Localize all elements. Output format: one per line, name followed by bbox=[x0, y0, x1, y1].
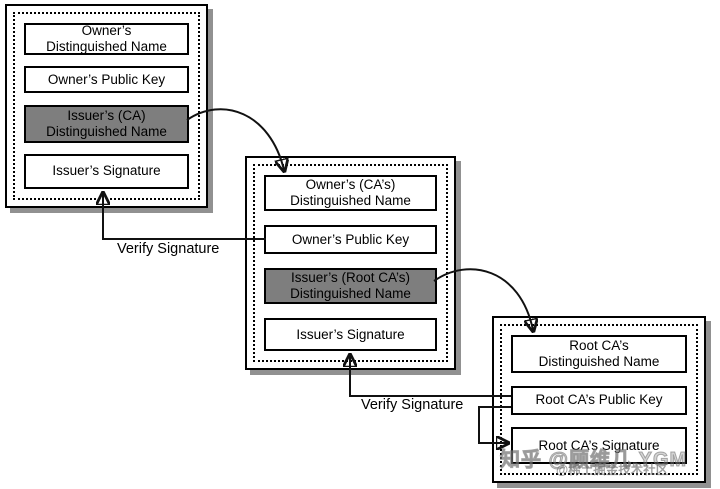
field-root-ca-distinguished-name: Root CA’s Distinguished Name bbox=[511, 335, 687, 373]
field-issuer-ca-distinguished-name: Issuer’s (CA) Distinguished Name bbox=[24, 104, 189, 143]
field-owner-public-key: Owner’s Public Key bbox=[24, 66, 189, 94]
certificate-owner: Owner’s Distinguished Name Owner’s Publi… bbox=[5, 4, 208, 208]
field-owner-distinguished-name: Owner’s Distinguished Name bbox=[24, 23, 189, 55]
certificate-ca-inner: Owner’s (CA’s) Distinguished Name Owner’… bbox=[253, 164, 448, 362]
verify-signature-label-left: Verify Signature bbox=[117, 241, 220, 257]
certificate-owner-inner: Owner’s Distinguished Name Owner’s Publi… bbox=[13, 12, 200, 200]
field-ca-distinguished-name: Owner’s (CA’s) Distinguished Name bbox=[264, 175, 437, 211]
field-root-ca-signature: Root CA’s Signature bbox=[511, 427, 687, 464]
field-ca-issuer-signature: Issuer’s Signature bbox=[264, 318, 437, 351]
field-ca-public-key: Owner’s Public Key bbox=[264, 225, 437, 254]
watermark-community: @稀土掘金技术社区 bbox=[556, 463, 669, 477]
field-issuer-root-ca-distinguished-name: Issuer’s (Root CA’s) Distinguished Name bbox=[264, 268, 437, 304]
watermark-zhihu: 知乎 @顾维几.YGM bbox=[499, 449, 688, 472]
verify-signature-label-right: Verify Signature bbox=[361, 397, 464, 413]
field-root-ca-public-key: Root CA’s Public Key bbox=[511, 385, 687, 415]
field-issuer-signature: Issuer’s Signature bbox=[24, 153, 189, 189]
certificate-root-ca: Root CA’s Distinguished Name Root CA’s P… bbox=[492, 316, 706, 483]
certificate-ca: Owner’s (CA’s) Distinguished Name Owner’… bbox=[245, 156, 456, 370]
certificate-root-ca-inner: Root CA’s Distinguished Name Root CA’s P… bbox=[500, 324, 698, 475]
